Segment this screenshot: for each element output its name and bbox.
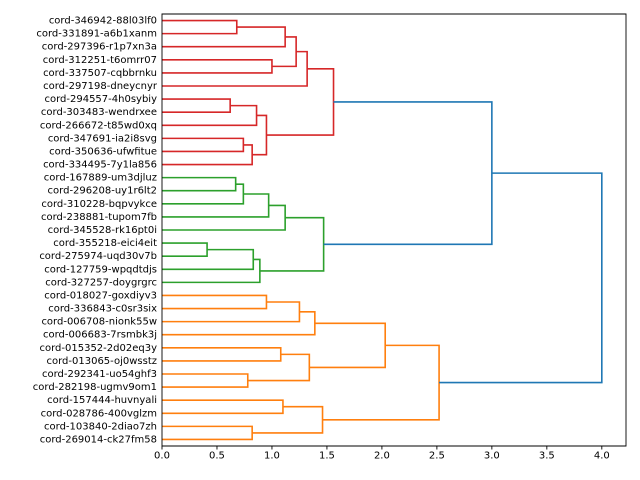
x-tick-label: 1.0 <box>264 450 280 461</box>
dendrogram-link <box>162 176 237 192</box>
dendrogram-link <box>162 373 249 388</box>
dendrogram-link <box>162 50 308 87</box>
x-axis-tick-labels: 0.0 0.5 1.0 1.5 2.0 2.5 3.0 3.5 4.0 <box>154 450 610 461</box>
leaf-label: cord-013065-oj0wsstz <box>46 356 157 367</box>
leaf-label: cord-275974-uqd30v7b <box>39 251 157 262</box>
dendrogram-link <box>162 258 261 284</box>
leaf-label: cord-296208-uy1r6lt2 <box>48 186 157 197</box>
dendrogram-link <box>439 172 603 384</box>
leaf-label: cord-006708-nionk55w <box>41 317 157 328</box>
dendrogram-link <box>162 301 301 323</box>
leaf-label: cord-312251-t6omrr07 <box>43 55 157 66</box>
dendrogram-link <box>162 425 253 441</box>
x-tick-label: 0.0 <box>154 450 170 461</box>
leaf-label-list: cord-346942-88l03lf0 cord-331891-a6b1xanm… <box>33 16 158 446</box>
leaf-label: cord-337507-cqbbrnku <box>43 68 157 79</box>
dendrogram-link <box>162 137 245 153</box>
leaf-label: cord-331891-a6b1xanm <box>36 29 157 40</box>
dendrogram-link <box>162 104 258 127</box>
leaf-label: cord-294557-4h0sybiy <box>44 94 157 105</box>
dendrogram-link <box>322 344 440 421</box>
x-tick-label: 1.5 <box>319 450 335 461</box>
dendrogram-link <box>252 405 324 434</box>
leaf-label: cord-297198-dneycnyr <box>43 81 158 92</box>
x-tick-label: 4.0 <box>594 450 610 461</box>
leaf-label: cord-028786-400vglzm <box>41 408 157 419</box>
x-tick-label: 0.5 <box>209 450 225 461</box>
leaf-label: cord-350636-ufwfitue <box>49 146 157 157</box>
x-tick-label: 2.5 <box>429 450 445 461</box>
dendrogram-link <box>266 68 335 136</box>
dendrogram-link <box>271 36 297 68</box>
dendrogram-link <box>162 399 284 415</box>
dendrogram-link <box>259 216 325 272</box>
dendrogram-link <box>162 98 231 113</box>
leaf-label: cord-292341-uo54ghf3 <box>42 369 157 380</box>
dendrogram-link <box>162 204 286 231</box>
leaf-label: cord-238881-tupom7fb <box>41 212 157 223</box>
x-tick-label: 3.5 <box>539 450 555 461</box>
dendrogram-link <box>162 19 238 35</box>
leaf-label: cord-334495-7y1la856 <box>43 160 157 171</box>
dendrogram-link <box>309 322 387 369</box>
leaf-label: cord-015352-2d02eq3y <box>39 343 157 354</box>
dendrogram-link <box>162 144 253 166</box>
leaf-label: cord-167889-um3djluz <box>44 173 157 184</box>
dendrogram-link <box>162 347 282 362</box>
dendrogram-link <box>252 114 268 156</box>
dendrogram-link <box>162 311 316 336</box>
dendrogram-link <box>162 242 208 257</box>
dendrogram-link <box>323 101 493 246</box>
leaf-label: cord-310228-bqpvykce <box>41 199 157 210</box>
dendrogram-link <box>162 26 286 48</box>
x-axis <box>161 13 627 450</box>
dendrogram-link <box>247 353 311 382</box>
leaf-label: cord-266672-t85wd0xq <box>40 120 157 131</box>
leaf-label: cord-269014-ck27fm58 <box>40 434 157 445</box>
axes-spines <box>161 13 627 447</box>
x-tick-label: 2.0 <box>374 450 390 461</box>
x-tick-label: 3.0 <box>484 450 500 461</box>
leaf-label: cord-345528-rk16pt0i <box>48 225 157 236</box>
dendrogram-link <box>162 294 268 310</box>
dendrogram-link <box>162 183 245 205</box>
leaf-label: cord-327257-doygrgrc <box>45 277 157 288</box>
leaf-label: cord-282198-ugmv9om1 <box>33 382 157 393</box>
dendrogram-link <box>162 59 273 74</box>
leaf-label: cord-157444-huvnyali <box>47 395 157 406</box>
leaf-label: cord-347691-ia2i8svg <box>48 133 157 144</box>
dendrogram-links <box>162 19 603 441</box>
leaf-label: cord-336843-c0sr3six <box>48 304 157 315</box>
leaf-label: cord-355218-eici4eit <box>53 238 157 249</box>
leaf-label: cord-303483-wendrxee <box>41 107 157 118</box>
leaf-label: cord-103840-2diao7zh <box>44 421 157 432</box>
dendrogram-link <box>162 193 270 218</box>
leaf-label: cord-346942-88l03lf0 <box>49 16 157 27</box>
leaf-label: cord-018027-goxdiyv3 <box>44 290 157 301</box>
leaf-label: cord-127759-wpqdtdjs <box>44 264 157 275</box>
leaf-label: cord-297396-r1p7xn3a <box>42 42 157 53</box>
leaf-label: cord-006683-7rsmbk3j <box>43 330 157 341</box>
